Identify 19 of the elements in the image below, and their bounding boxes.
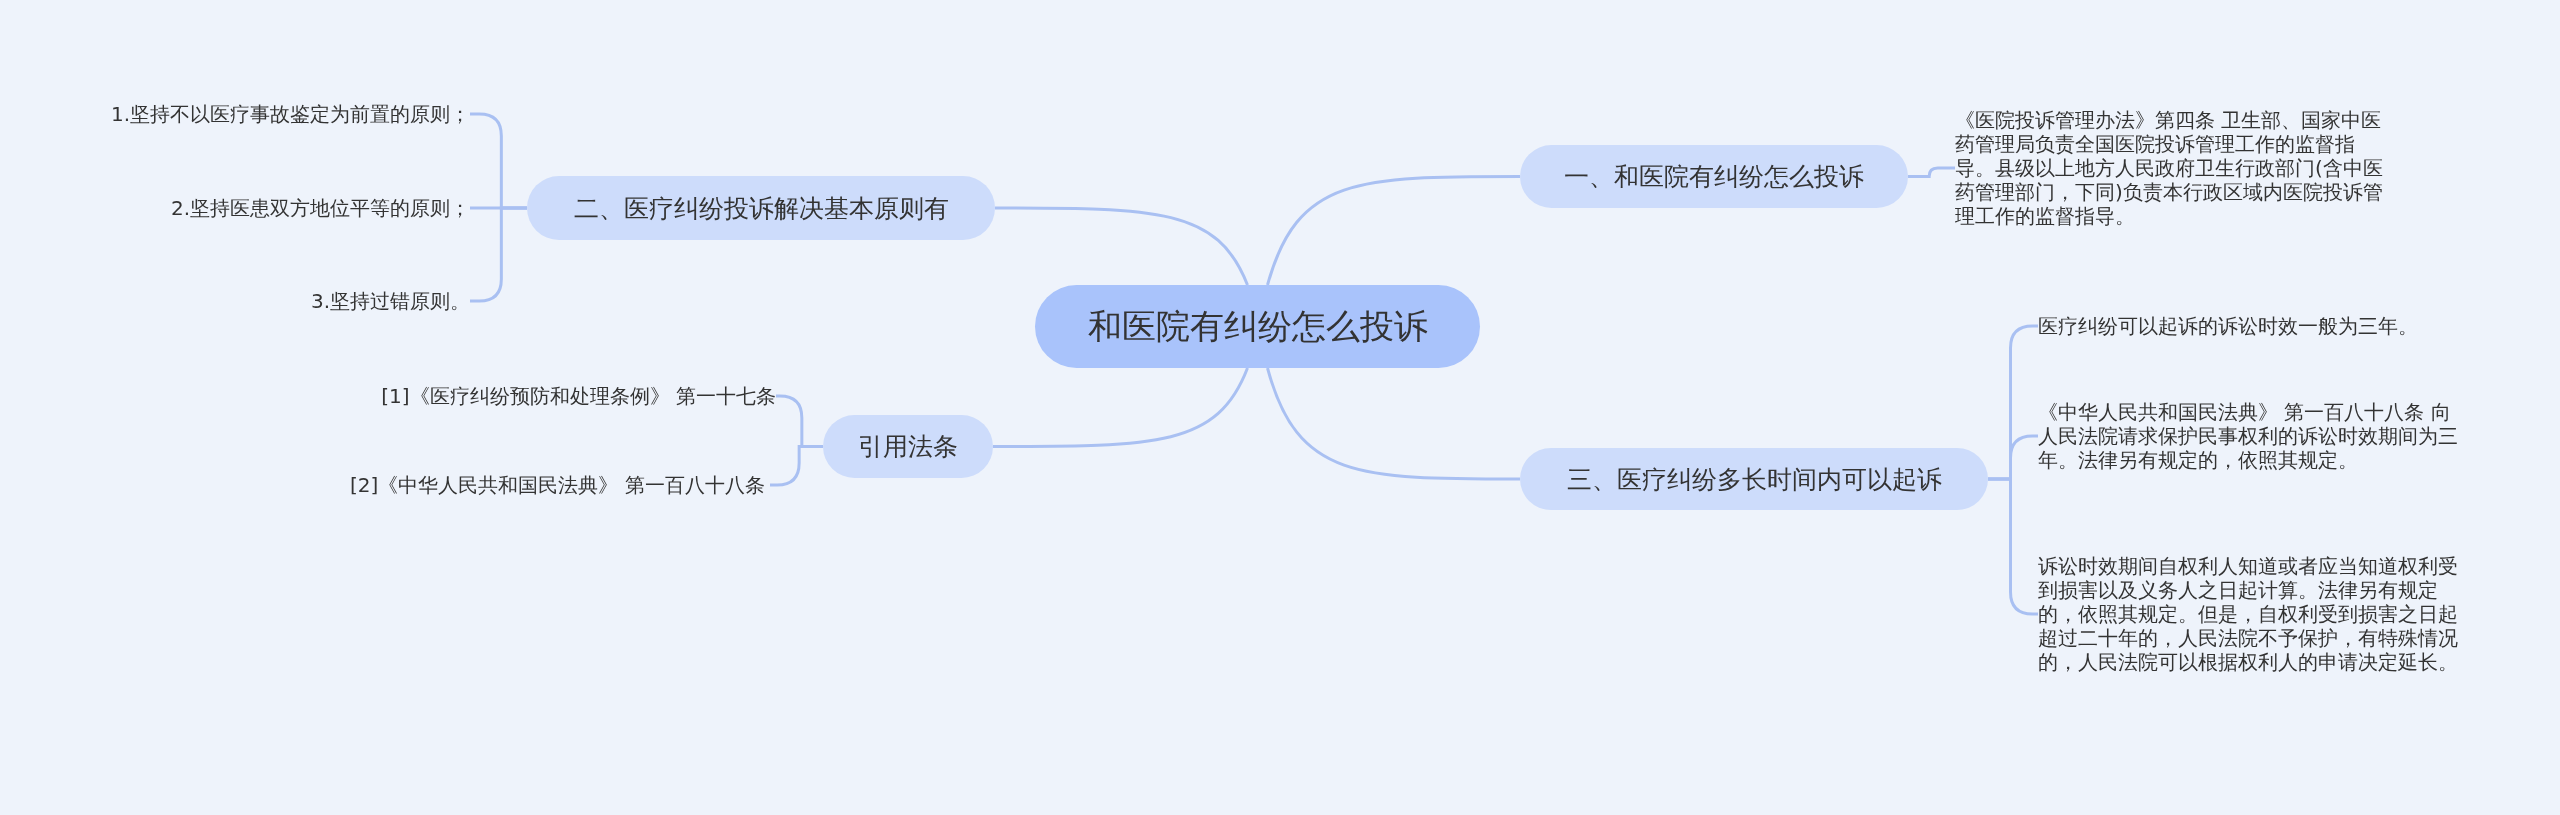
- note-text: 1.坚持不以医疗事故鉴定为前置的原则；: [60, 102, 470, 126]
- connector-line: [1908, 166, 1955, 178]
- note-text: 医疗纠纷可以起诉的诉讼时效一般为三年。: [2038, 314, 2478, 338]
- note-text: [2]《中华人民共和国民法典》 第一百八十八条: [350, 473, 770, 497]
- topic-pill: 一、和医院有纠纷怎么投诉: [1520, 145, 1908, 208]
- note-text: [1]《医疗纠纷预防和处理条例》 第一十七条: [300, 384, 776, 408]
- note-text: 《中华人民共和国民法典》 第一百八十八条 向人民法院请求保护民事权利的诉讼时效期间为三年。法律另有规定的，依照其规定。: [2038, 400, 2470, 472]
- topic-pill: 二、医疗纠纷投诉解决基本原则有: [527, 176, 995, 240]
- connector-line: [995, 206, 1249, 286]
- topic-pill: 引用法条: [823, 415, 993, 478]
- note-text: 3.坚持过错原则。: [60, 289, 470, 313]
- topic-pill: 三、医疗纠纷多长时间内可以起诉: [1520, 448, 1988, 510]
- connector-line: [993, 367, 1249, 448]
- note-text: 诉讼时效期间自权利人知道或者应当知道权利受到损害以及义务人之日起计算。法律另有规定的，依照其规定。但是，自权利受到损害之日起超过二十年的，人民法院不予保护，有特殊情况的，人民法院可以根据权利人的申请决定延长。: [2038, 554, 2470, 674]
- note-text: 《医院投诉管理办法》第四条 卫生部、国家中医药管理局负责全国医院投诉管理工作的监督指导。县级以上地方人民政府卫生行政部门(含中医药管理部门，下同)负责本行政区域内医院投诉管理工作的监督指导。: [1955, 108, 2387, 228]
- connector-line: [1266, 367, 1520, 481]
- central-topic-pill: 和医院有纠纷怎么投诉: [1035, 285, 1480, 368]
- note-text: 2.坚持医患双方地位平等的原则；: [60, 196, 470, 220]
- connector-line: [1266, 175, 1520, 286]
